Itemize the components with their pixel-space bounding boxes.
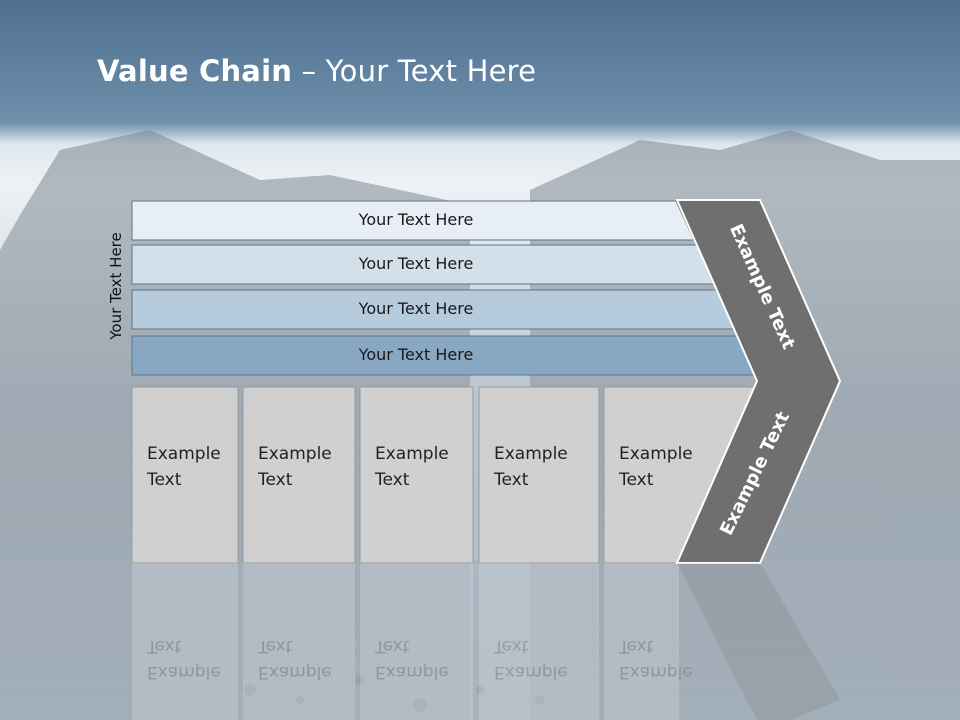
primary-box-line1: Example xyxy=(258,444,332,464)
reflection-text: Example xyxy=(494,662,568,682)
reflection-text: Example xyxy=(375,662,449,682)
reflection-text: Text xyxy=(146,636,182,656)
primary-box-line2: Text xyxy=(146,470,182,490)
reflection-text: Example xyxy=(619,662,693,682)
title-bold: Value Chain xyxy=(97,54,293,88)
support-row-label: Your Text Here xyxy=(358,210,474,229)
primary-box-line1: Example xyxy=(494,444,568,464)
support-row-label: Your Text Here xyxy=(358,345,474,364)
reflection-text: Text xyxy=(257,636,293,656)
primary-box-line2: Text xyxy=(618,470,654,490)
reflection-rect xyxy=(243,563,355,720)
reflection-text: Example xyxy=(147,662,221,682)
primary-box-line2: Text xyxy=(374,470,410,490)
primary-box-2 xyxy=(242,386,356,564)
reflection-text: Text xyxy=(493,636,529,656)
reflection-text: Text xyxy=(618,636,654,656)
primary-box-1 xyxy=(131,386,239,564)
margin-chevron-reflection xyxy=(677,563,840,720)
primary-box-reflection: Example Text xyxy=(360,563,473,720)
reflection-text: Text xyxy=(374,636,410,656)
margin-chevron xyxy=(675,199,842,564)
reflection-rect xyxy=(132,563,238,720)
primary-box-line1: Example xyxy=(375,444,449,464)
primary-box-line1: Example xyxy=(147,444,221,464)
support-row-label: Your Text Here xyxy=(358,254,474,273)
reflection-rect xyxy=(360,563,473,720)
primary-box-line1: Example xyxy=(619,444,693,464)
reflection-rect xyxy=(604,563,679,720)
primary-box-reflection: Example Text xyxy=(604,563,693,720)
primary-box-line2: Text xyxy=(257,470,293,490)
primary-box-reflection: Example Text xyxy=(243,563,355,720)
primary-box-3 xyxy=(359,386,474,564)
reflection-rect xyxy=(479,563,599,720)
support-row-label: Your Text Here xyxy=(358,299,474,318)
title-separator: – xyxy=(292,54,326,88)
primary-box-line2: Text xyxy=(493,470,529,490)
primary-box-reflection: Example Text xyxy=(479,563,599,720)
slide-title: Value Chain – Your Text Here xyxy=(97,54,536,88)
primary-box-reflection: Example Text xyxy=(132,563,238,720)
reflection-text: Example xyxy=(258,662,332,682)
primary-box-4 xyxy=(478,386,600,564)
title-rest: Your Text Here xyxy=(325,54,537,88)
